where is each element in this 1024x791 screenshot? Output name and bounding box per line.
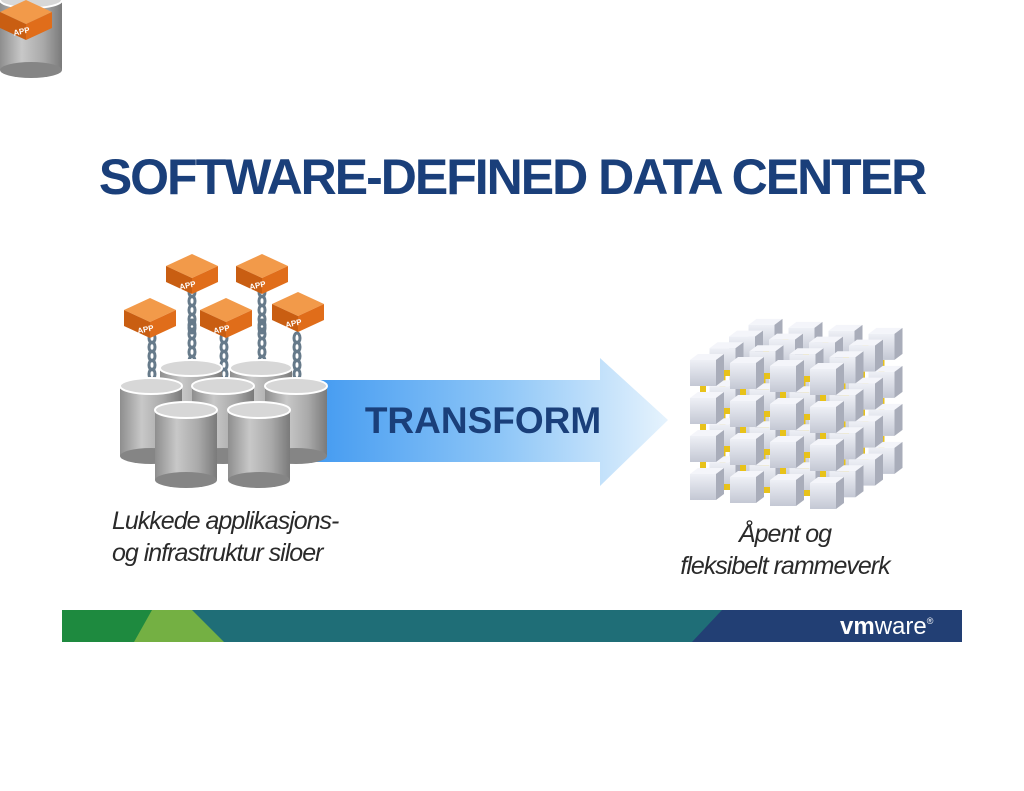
page-title: SOFTWARE-DEFINED DATA CENTER [98, 149, 927, 205]
svg-text:vmware®: vmware® [840, 613, 934, 640]
transform-arrow-icon [290, 358, 668, 486]
right-caption: Åpent og fleksibelt rammeverk [680, 520, 890, 580]
app-box-icon: APP [0, 0, 52, 40]
footer-banner: vmware® [62, 610, 962, 642]
modular-cube-icon [690, 318, 903, 509]
svg-text:APP: APP [12, 25, 31, 37]
vmware-logo: vmware® [840, 613, 934, 640]
left-caption: Lukkede applikasjons- og infrastruktur s… [112, 507, 339, 567]
arrow-label: TRANSFORM [365, 400, 601, 441]
